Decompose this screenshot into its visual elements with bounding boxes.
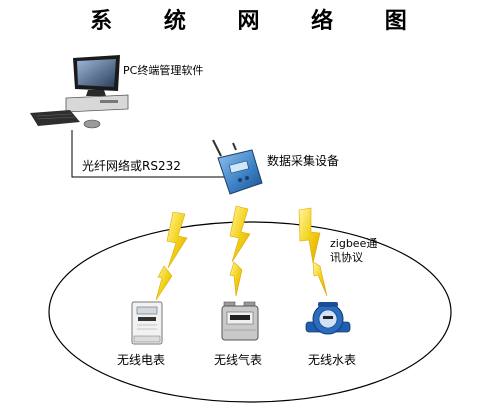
diagram-title: 系 统 网 络 图 xyxy=(90,8,429,34)
pc-label: PC终端管理软件 xyxy=(123,64,204,77)
water-meter-label: 无线水表 xyxy=(308,353,357,367)
water-meter-icon xyxy=(305,302,351,335)
electric-meter-label: 无线电表 xyxy=(117,353,166,367)
gas-meter-icon xyxy=(221,301,259,341)
data-collector-device-icon xyxy=(212,139,263,195)
protocol-label-line2: 讯协议 xyxy=(330,251,363,264)
desktop-computer-icon xyxy=(30,55,129,129)
link-label: 光纤网络或RS232 xyxy=(82,159,181,173)
signal-bolt-center xyxy=(229,205,251,297)
network-ellipse xyxy=(48,221,452,403)
signal-bolt-left xyxy=(155,211,188,301)
collector-label: 数据采集设备 xyxy=(267,154,340,168)
electric-meter-icon xyxy=(131,301,163,345)
signal-bolt-right xyxy=(298,207,328,297)
gas-meter-label: 无线气表 xyxy=(214,353,263,367)
protocol-label-line1: zigbee通 xyxy=(330,237,378,250)
connection-line xyxy=(71,130,224,178)
